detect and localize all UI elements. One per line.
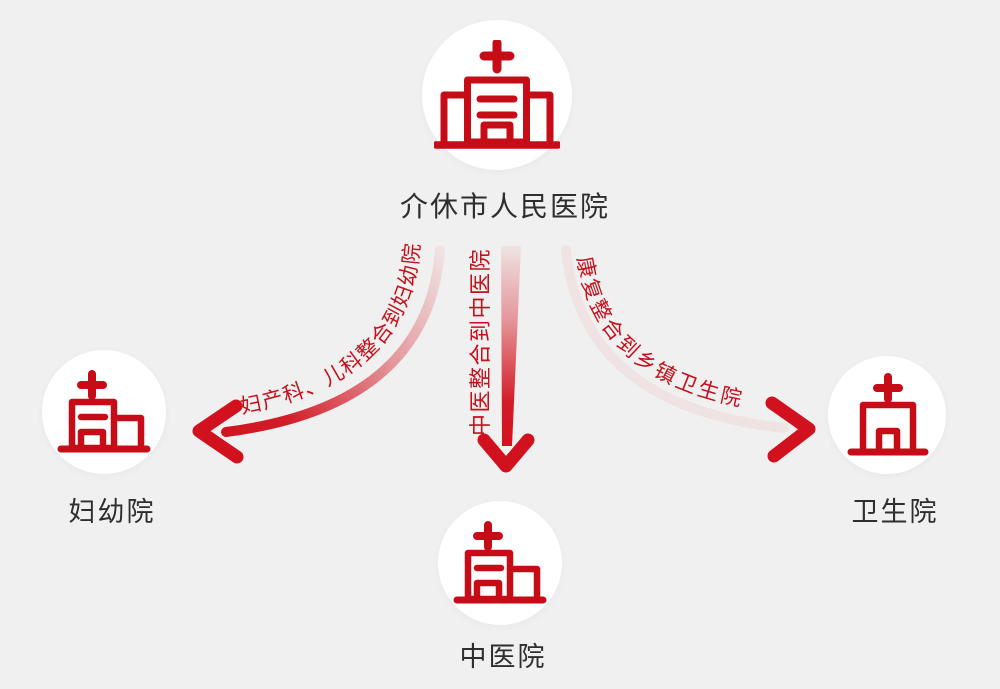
main-hospital-label: 介休市人民医院 [399,191,610,222]
bottom-hospital-label: 中医院 [459,642,547,672]
node-circle-bottom-hospital [438,501,562,625]
node-circle-right-hospital [828,356,946,474]
flow-arrow-right-shaft [561,245,789,433]
clinic-building-icon [847,373,929,456]
flow-arrow-left-shaft [221,245,445,437]
hospital-building-icon [434,40,560,149]
node-circle-left-hospital [42,350,166,474]
node-circle-main-hospital [422,20,572,170]
hospital-annex-building-icon [57,370,151,453]
flow-arrow-center-shaft [501,246,521,446]
flow-label-center: 中医整合到中医院 [468,248,493,436]
right-hospital-label: 卫生院 [851,497,939,527]
flow-arrow-left-head-icon [192,399,244,464]
left-hospital-label: 妇幼院 [68,497,156,527]
flow-arrow-center-head-icon [477,433,535,473]
flow-label-right: 康复整合到乡镇卫生院 [572,255,746,412]
hospital-annex-building-icon [453,521,547,604]
flow-label-left: 妇产科、儿科整合到妇幼院 [238,241,424,419]
flow-arrow-right-head-icon [765,396,816,463]
